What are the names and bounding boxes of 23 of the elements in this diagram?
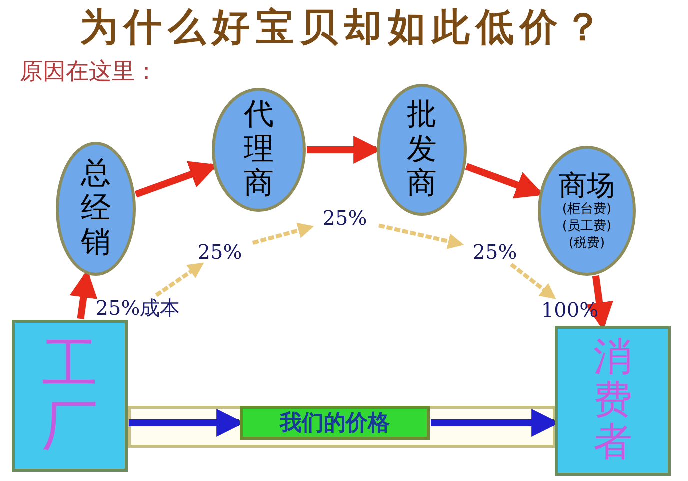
cost-note: (税费) (568, 236, 606, 254)
percent-label: 25% (312, 206, 378, 230)
cost-note: (柜台费) (562, 202, 612, 219)
price-box (240, 406, 430, 440)
arrow (510, 263, 556, 300)
node-label: 消费者 (592, 336, 634, 466)
node-label: 工厂 (40, 334, 99, 458)
percent-label: 25% (188, 240, 252, 264)
percent-label: 25% (462, 240, 528, 264)
cost-note: (员工费) (562, 219, 612, 236)
factory-box (12, 320, 128, 472)
percent-label: 25%成本 (74, 296, 202, 320)
node-label: 商场 (559, 168, 615, 202)
arrow (378, 224, 464, 250)
node-label: 代理商 (243, 98, 275, 202)
arrow (252, 222, 314, 245)
node-label: 总经销 (80, 157, 112, 261)
subtitle: 原因在这里： (20, 58, 158, 87)
consumer-box (555, 326, 671, 476)
node-label: 批发商 (406, 98, 438, 202)
title: 为什么好宝贝却如此低价？ (79, 3, 609, 51)
node-label: 我们的价格 (280, 410, 390, 438)
arrow (155, 262, 204, 298)
